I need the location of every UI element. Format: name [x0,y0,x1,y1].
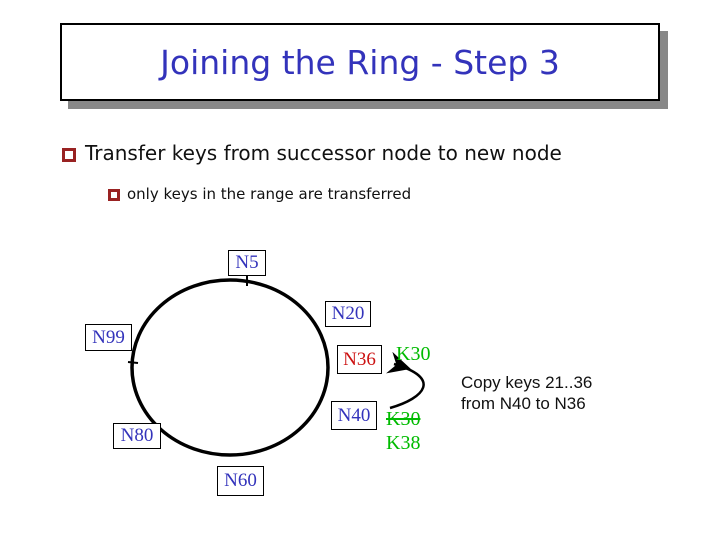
node-n40: N40 [331,401,377,430]
page-title: Joining the Ring - Step 3 [160,42,560,82]
title-box: Joining the Ring - Step 3 [60,23,660,101]
bullet-sub-text: only keys in the range are transferred [127,185,412,203]
copy-arrow [386,351,425,410]
chord-ring-circle [130,278,330,457]
node-n20: N20 [325,301,371,327]
node-n80: N80 [113,423,161,449]
node-n60: N60 [217,466,264,496]
key-k38-at-n40: K38 [386,432,421,454]
key-k30-struck-at-n40: K30 [386,408,421,430]
node-n36: N36 [337,345,382,374]
node-n5: N5 [228,250,266,276]
node-tick-n99 [127,361,139,364]
bullet-main-text: Transfer keys from successor node to new… [85,141,562,165]
copy-annotation: Copy keys 21..36 from N40 to N36 [461,372,592,414]
square-bullet-icon [62,148,76,162]
key-k30-at-n36: K30 [396,343,431,365]
bullet-main: Transfer keys from successor node to new… [62,141,562,165]
bullet-sub: only keys in the range are transferred [108,185,411,203]
square-bullet-icon [108,189,120,201]
node-n99: N99 [85,324,132,351]
copy-annotation-line2: from N40 to N36 [461,394,586,413]
copy-annotation-line1: Copy keys 21..36 [461,373,593,392]
